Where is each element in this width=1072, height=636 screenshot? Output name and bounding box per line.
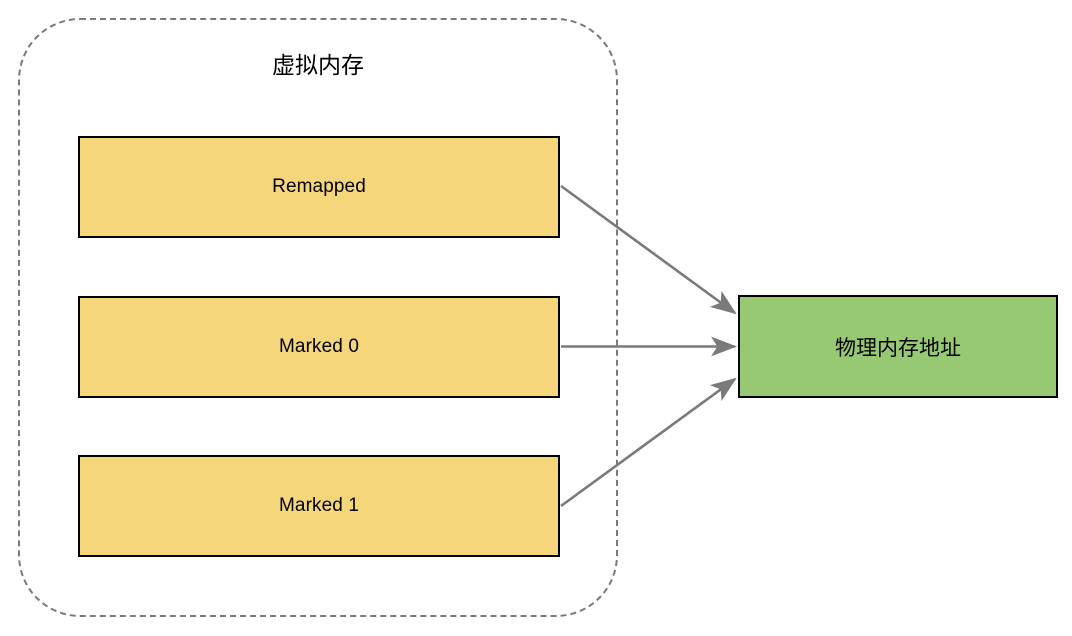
physical-memory-block[interactable]: 物理内存地址: [738, 295, 1058, 398]
virtual-memory-group-label: 虚拟内存: [272, 52, 364, 78]
vm-block-remapped[interactable]: Remapped: [78, 136, 560, 238]
vm-block-marked-0-label: Marked 0: [278, 336, 359, 357]
vm-block-marked-0[interactable]: Marked 0: [78, 296, 560, 398]
physical-memory-block-label: 物理内存地址: [835, 336, 961, 360]
virtual-memory-group-frame: [18, 18, 618, 617]
vm-block-marked-1-label: Marked 1: [278, 495, 359, 516]
vm-block-remapped-label: Remapped: [272, 176, 366, 197]
vm-block-marked-1[interactable]: Marked 1: [78, 455, 560, 557]
